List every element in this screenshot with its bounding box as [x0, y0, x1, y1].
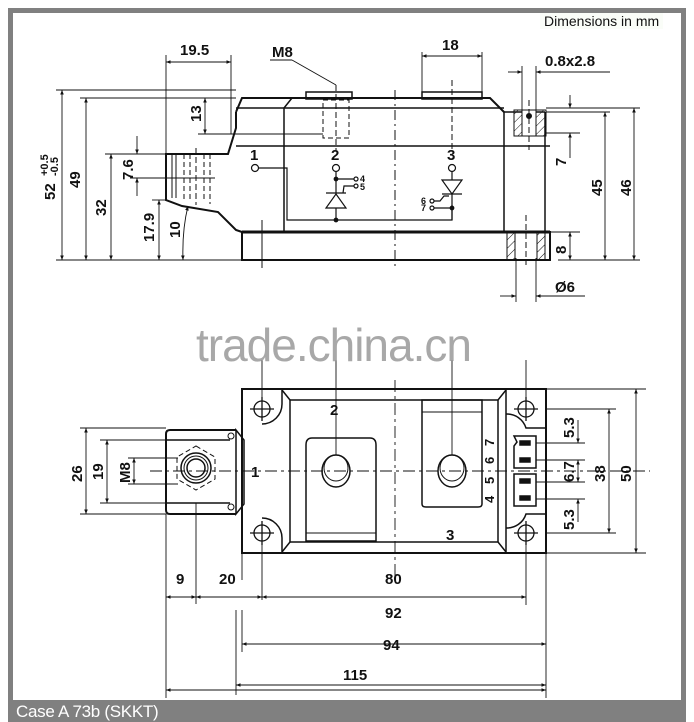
- gate-connectors: [512, 435, 537, 507]
- dim-17-9: 17.9: [141, 213, 158, 242]
- watermark: trade.china.cn: [196, 319, 472, 371]
- dim-49: 49: [67, 171, 84, 188]
- dim-13: 13: [188, 105, 205, 122]
- side-terminal-2: 2: [331, 147, 339, 164]
- dim-52: 52: [42, 183, 59, 200]
- base-plate: [241, 231, 551, 261]
- side-gate-4: 4: [360, 174, 365, 184]
- dim-46: 46: [618, 179, 635, 196]
- dim-6-7: 6.7: [561, 461, 578, 482]
- top-terminal-1: 1: [251, 464, 259, 481]
- dim-94: 94: [383, 637, 400, 654]
- dim-7-6: 7.6: [120, 159, 137, 180]
- dim-45: 45: [589, 179, 606, 196]
- dim-32: 32: [93, 199, 110, 216]
- units-label: Dimensions in mm: [540, 13, 664, 29]
- top-gate-4: 4: [482, 495, 497, 503]
- dim-50: 50: [618, 465, 635, 482]
- top-view: 1 2 3 4 5 6 7: [69, 360, 650, 698]
- dim-115: 115: [343, 667, 367, 684]
- top-gate-5: 5: [482, 477, 497, 484]
- top-dimension-lines: [80, 388, 646, 698]
- dim-19-5: 19.5: [180, 42, 209, 59]
- top-gate-6: 6: [482, 457, 497, 464]
- side-gate-6: 6: [421, 196, 426, 206]
- mounting-holes: [250, 390, 546, 552]
- dim-m8-top: M8: [117, 462, 134, 483]
- dim-52-tol-plus: +0.5: [39, 154, 51, 176]
- side-view: 1 2 3 4 5 6 7: [39, 37, 640, 302]
- dim-19: 19: [90, 463, 107, 480]
- dim-26: 26: [69, 465, 86, 482]
- side-gate-7: 7: [421, 203, 426, 213]
- dim-52-tol-minus: -0.5: [49, 157, 61, 176]
- dim-80: 80: [385, 571, 402, 588]
- dim-5-3-bottom: 5.3: [561, 509, 578, 530]
- dim-5-3-top: 5.3: [561, 417, 578, 438]
- top-gate-7: 7: [482, 439, 497, 446]
- case-caption: Case A 73b (SKKT): [16, 702, 159, 721]
- terminal-1-tab: [165, 429, 236, 515]
- dim-dia6: Ø6: [555, 279, 575, 296]
- top-terminal-3: 3: [446, 527, 454, 544]
- side-dimension-lines: [56, 52, 640, 302]
- frame-border-top: [8, 8, 686, 13]
- dim-92: 92: [385, 605, 402, 622]
- top-terminal-2: 2: [330, 402, 338, 419]
- dim-20: 20: [219, 571, 236, 588]
- caption-bar: [8, 700, 686, 722]
- side-gate-5: 5: [360, 182, 365, 192]
- dim-0-8x2-8: 0.8x2.8: [545, 53, 595, 70]
- dim-18: 18: [442, 37, 459, 54]
- dim-10: 10: [167, 221, 184, 238]
- side-terminal-1: 1: [250, 147, 258, 164]
- frame-border-right: [681, 8, 686, 722]
- circuit-schematic: [250, 163, 464, 223]
- dim-m8-side: M8: [272, 44, 293, 61]
- dim-9: 9: [176, 571, 184, 588]
- side-terminal-3: 3: [447, 147, 455, 164]
- dim-8: 8: [553, 246, 570, 254]
- frame-border-left: [8, 8, 13, 722]
- dim-38: 38: [592, 465, 609, 482]
- dim-7: 7: [553, 158, 570, 166]
